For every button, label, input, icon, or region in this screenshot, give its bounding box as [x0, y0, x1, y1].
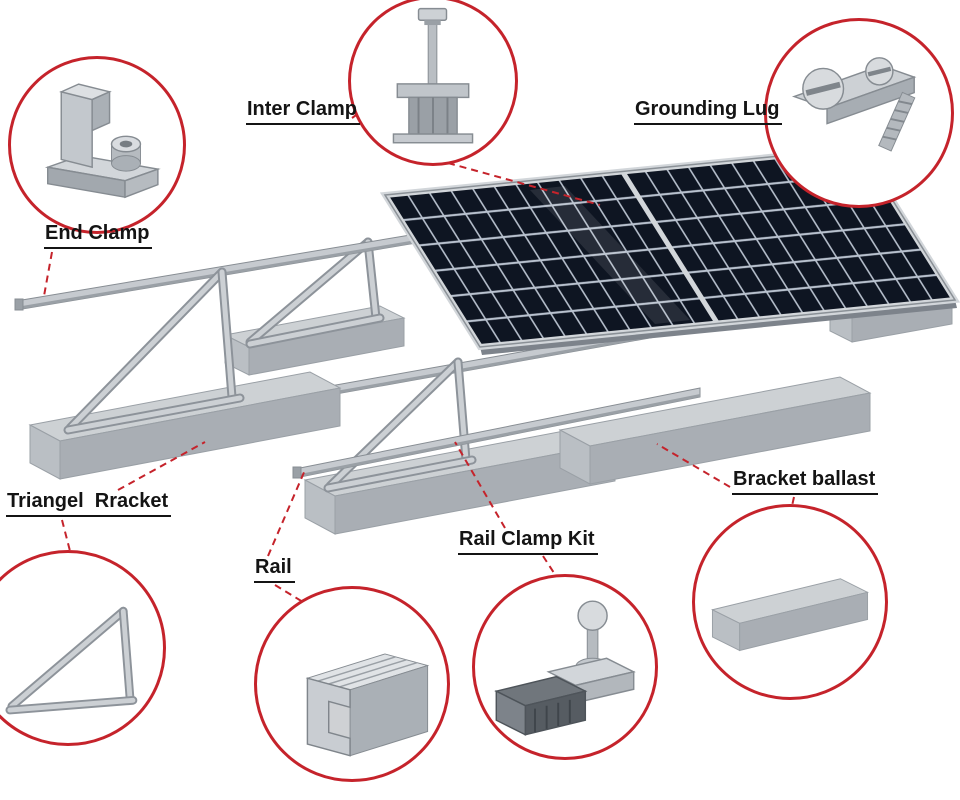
triangle-bracket-label: Triangel Rracket [6, 490, 172, 517]
ballast-block-front-right [558, 376, 872, 485]
rail-clamp-kit-detail-circle [472, 574, 658, 760]
triangle-bracket-left [63, 267, 245, 435]
inter-clamp-icon [392, 7, 474, 144]
grounding-lug-icon [791, 57, 917, 152]
solar-panel-array [379, 144, 960, 355]
end-clamp-icon [44, 83, 161, 199]
inter-clamp-label: Inter Clamp [246, 98, 361, 125]
rail-icon [305, 653, 430, 757]
grounding-lug-label: Grounding Lug [634, 98, 783, 125]
rail-clamp-kit-icon [494, 600, 636, 736]
triangle-bracket-back [245, 237, 385, 349]
end-clamp-label: End Clamp [44, 222, 153, 249]
rail-detail-circle [254, 586, 450, 782]
bracket-ballast-label: Bracket ballast [732, 468, 879, 495]
inter-clamp-detail-circle [348, 0, 518, 166]
mounting-rail-top [14, 219, 501, 311]
rail-clamp-kit-label: Rail Clamp Kit [458, 528, 598, 555]
triangle-bracket-icon [5, 606, 138, 715]
bracket-ballast-icon [711, 578, 869, 652]
mounting-rail-front [292, 387, 701, 479]
rail-label: Rail [254, 556, 295, 583]
end-clamp-detail-circle [8, 56, 186, 234]
bracket-ballast-detail-circle [692, 504, 888, 700]
grounding-lug-detail-circle [764, 18, 954, 208]
triangle-bracket-detail-circle [0, 550, 166, 746]
